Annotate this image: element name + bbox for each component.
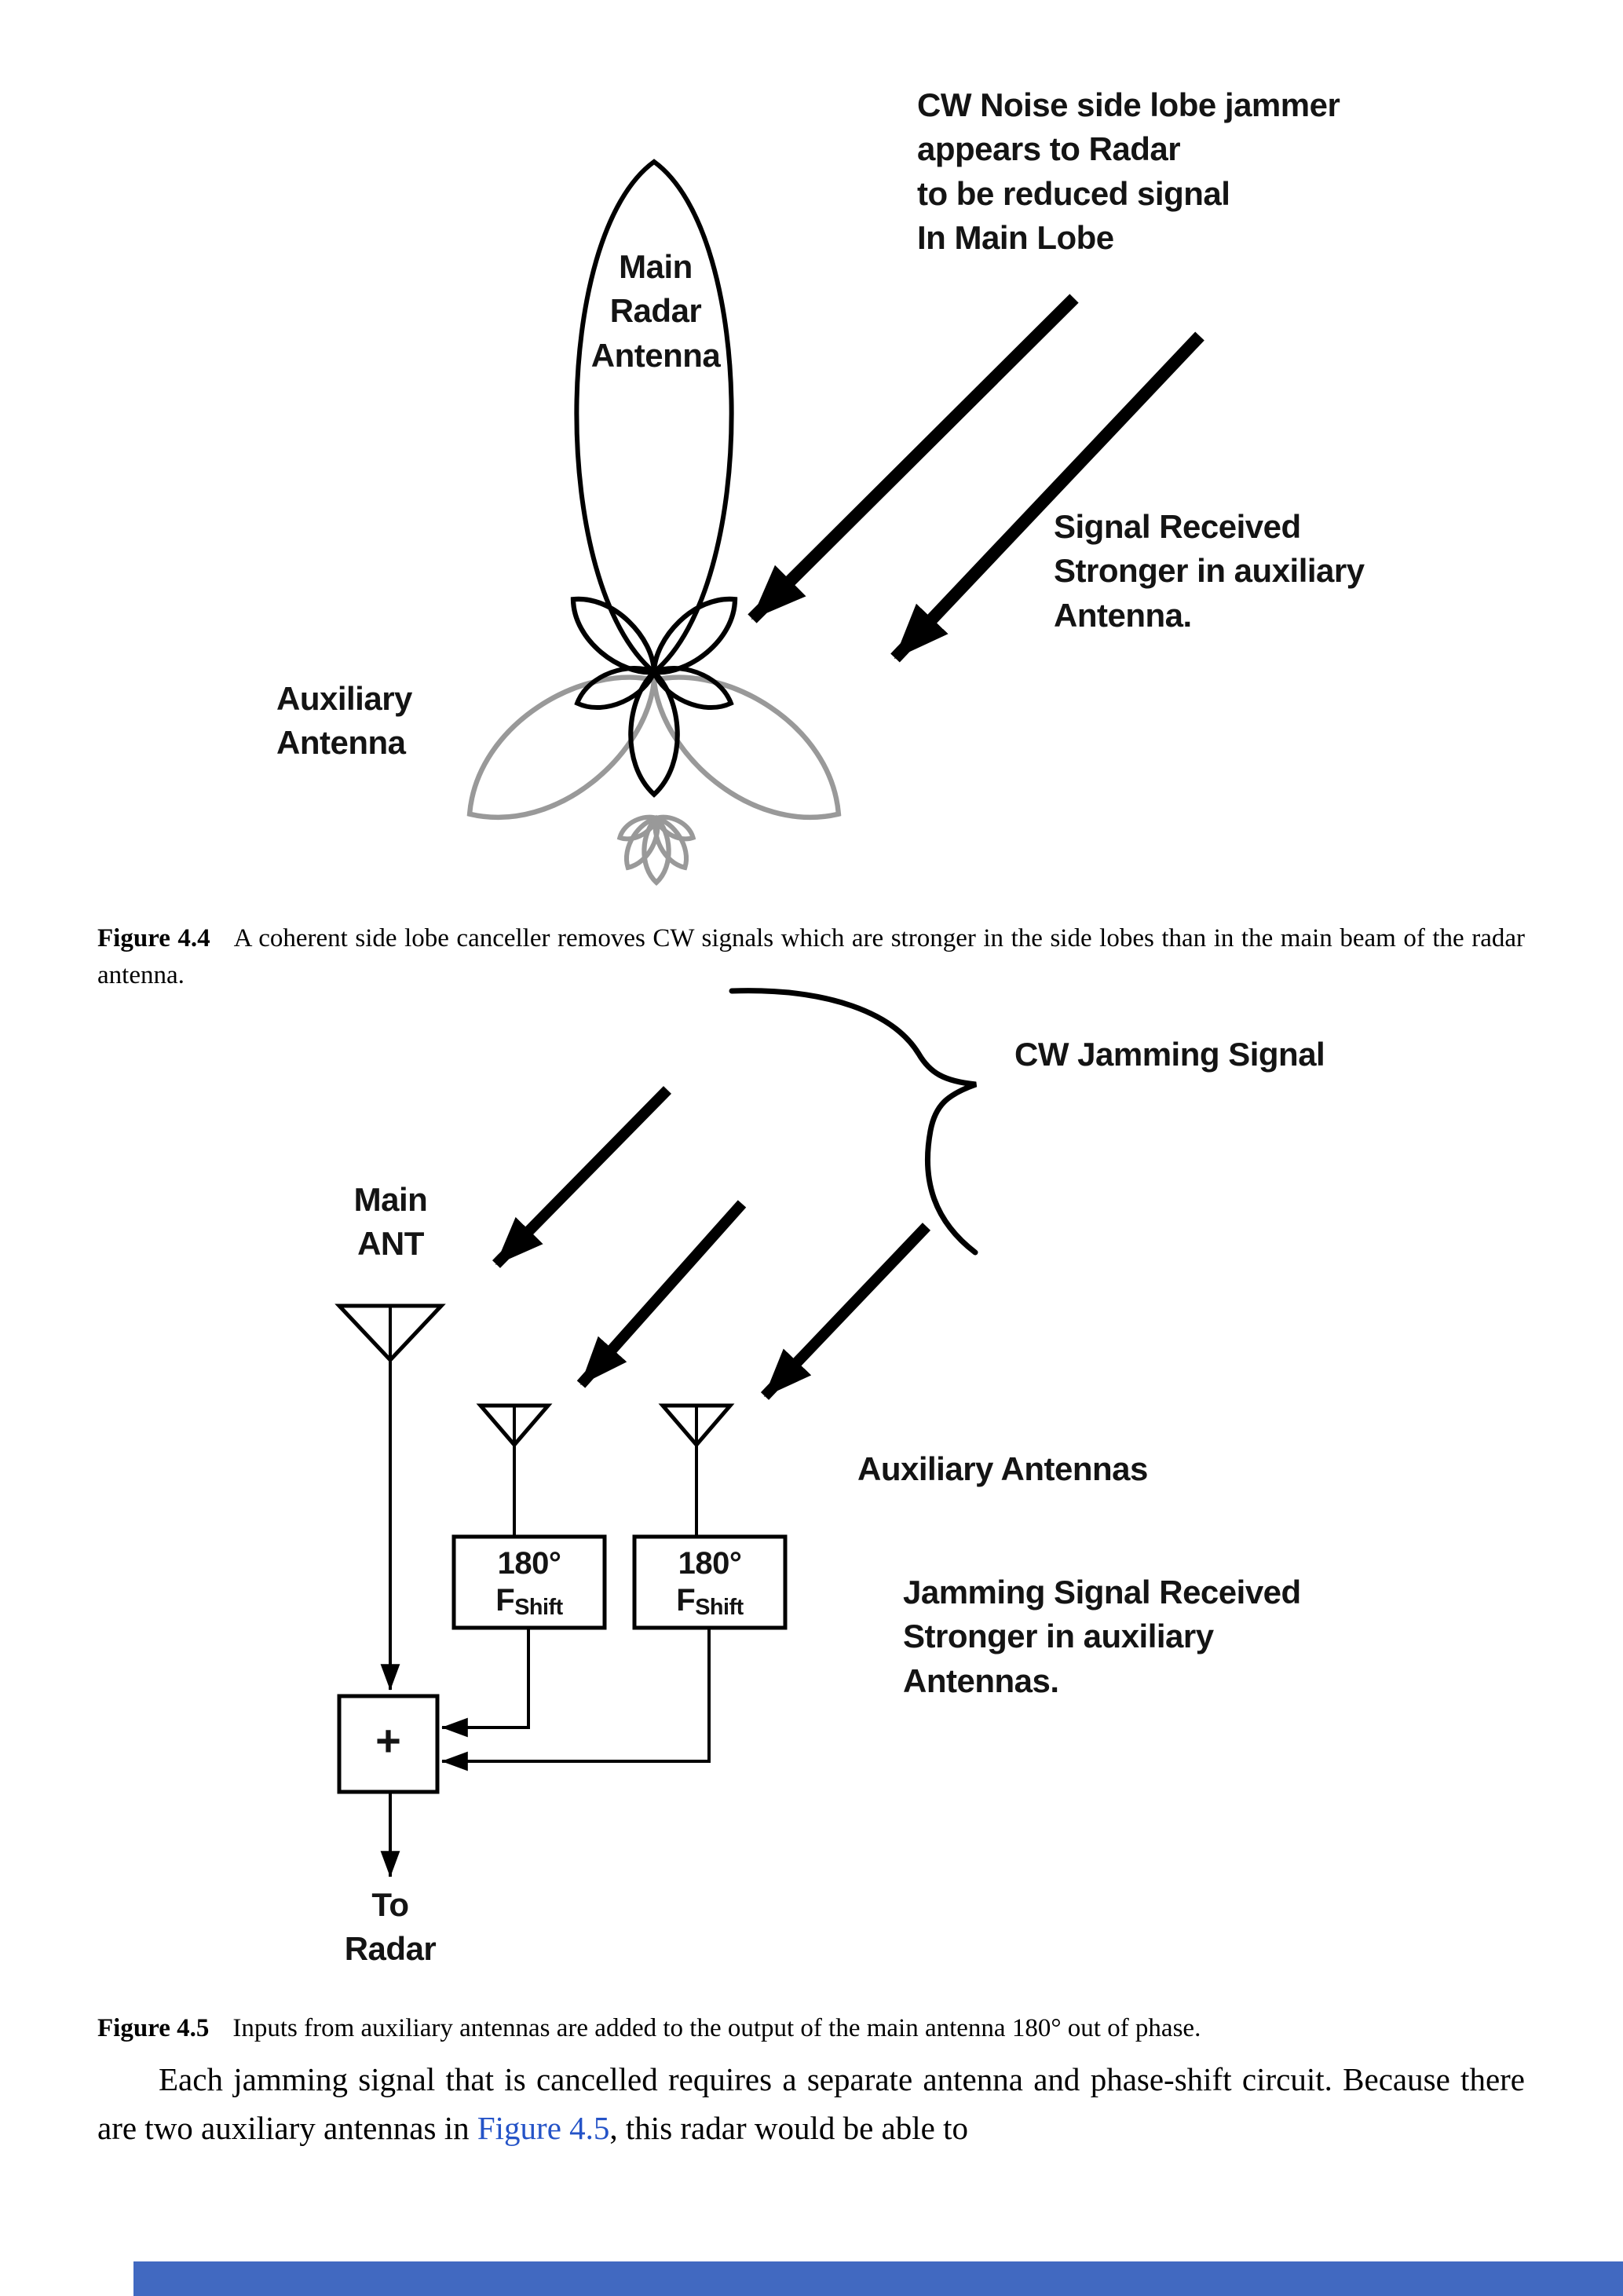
f-sub-1: Shift <box>514 1595 563 1621</box>
cw-noise-jammer-label: CW Noise side lobe jammer appears to Rad… <box>917 86 1340 256</box>
f-label-2: F <box>676 1583 696 1618</box>
jamming-received-label: Jamming Signal Received Stronger in auxi… <box>903 1574 1301 1699</box>
figure-4-5-caption-label: Figure 4.5 <box>97 2014 210 2042</box>
shift2-to-summer-line <box>441 1627 711 1771</box>
auxiliary-antennas-label: Auxiliary Antennas <box>857 1450 1148 1487</box>
cw-jamming-signal-label: CW Jamming Signal <box>1014 1036 1325 1073</box>
figure-4-4-caption-text: A coherent side lobe canceller removes C… <box>97 924 1525 989</box>
auxiliary-antenna-pattern <box>442 642 865 883</box>
phase-deg-1: 180° <box>497 1546 561 1581</box>
auxiliary-antenna-label: Auxiliary Antenna <box>276 680 412 762</box>
cw-jamming-arrows <box>492 1086 931 1400</box>
cw-arrow-2 <box>576 1200 747 1388</box>
figure-4-5-caption-text: Inputs from auxiliary antennas are added… <box>232 2014 1201 2042</box>
figure-4-4-caption-label: Figure 4.4 <box>97 924 210 952</box>
footer-highlight-bar <box>133 2261 1623 2296</box>
body-paragraph: Each jamming signal that is cancelled re… <box>97 2056 1525 2152</box>
f-sub-2: Shift <box>695 1595 744 1621</box>
main-radar-antenna-label: Main Radar Antenna <box>590 248 721 374</box>
cw-arrow-1 <box>492 1086 671 1268</box>
aux-antenna-symbol-1 <box>476 1403 553 1448</box>
body-text-after-link: , this radar would be able to <box>609 2109 968 2146</box>
main-ant-label: Main ANT <box>353 1181 428 1263</box>
phase-shift-box-1-text: 180° FShift <box>454 1545 605 1621</box>
phase-deg-2: 180° <box>678 1546 742 1581</box>
main-lobe <box>574 159 734 675</box>
f-label-1: F <box>495 1583 515 1618</box>
main-antenna-symbol <box>334 1303 446 1363</box>
antenna-symbols <box>334 1303 735 1448</box>
summer-plus-symbol: + <box>375 1716 401 1765</box>
body-text-before-link: Each jamming signal that is cancelled re… <box>97 2061 1525 2146</box>
phase-shift-box-2-text: 180° FShift <box>634 1545 785 1621</box>
to-radar-label: To Radar <box>344 1886 437 1968</box>
side-lobe-cluster <box>559 584 748 795</box>
signal-received-label: Signal Received Stronger in auxiliary An… <box>1054 508 1365 634</box>
cw-arrow-3 <box>760 1223 931 1400</box>
jammer-arrow-1 <box>748 294 1079 623</box>
aux-antenna-symbol-2 <box>658 1403 735 1448</box>
figure-4-5-caption: Figure 4.5 Inputs from auxiliary antennas… <box>97 2010 1525 2047</box>
shift1-to-summer-line <box>441 1627 530 1738</box>
jamming-signal-brace <box>729 988 978 1256</box>
figure-4-5-link[interactable]: Figure 4.5 <box>477 2109 610 2146</box>
